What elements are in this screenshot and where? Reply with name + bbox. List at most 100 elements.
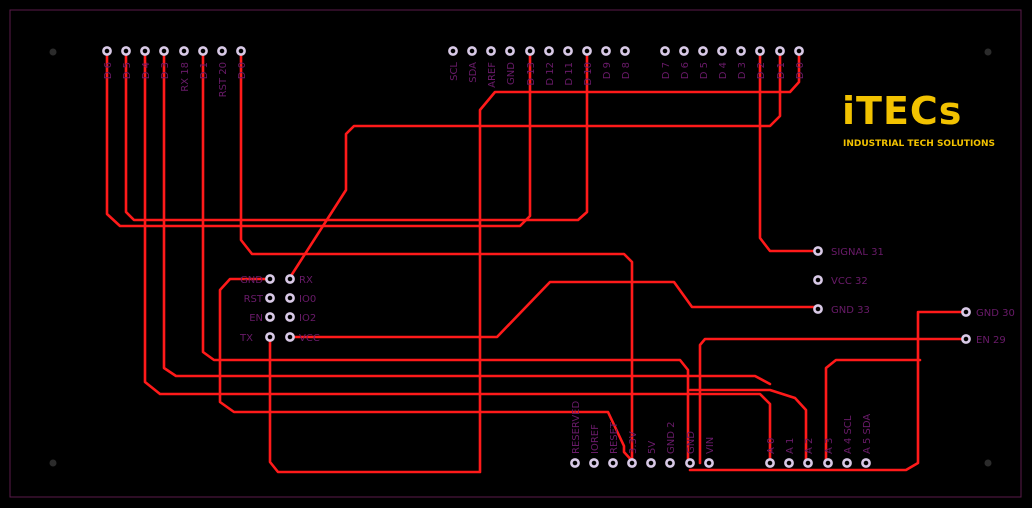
pad-right-connector [813,246,823,256]
pin-label-bottom-power: GND [686,431,697,454]
module-label-en: EN [249,313,263,324]
board-outline [9,9,1022,498]
pin-label-bottom-power: RESET [609,421,620,454]
pad-bottom-power [608,458,618,468]
pad-top-mid [544,46,554,56]
pad-bottom-power [685,458,695,468]
module-label-rx: RX [299,275,313,286]
pad-right-connector [813,304,823,314]
label-gnd-30: GND 30 [976,308,1015,319]
module-label-vcc: VCC [299,333,320,344]
pad-top-mid [563,46,573,56]
pin-label-bottom-analog: A 3 [824,438,835,454]
pin-label-bottom-analog: A 4 SCL [843,415,854,454]
pad-bottom-analog [803,458,813,468]
trace-layer [105,49,968,474]
pad-top-mid [601,46,611,56]
pin-label-top-mid: D 10 [583,62,594,86]
pad-module-right [285,274,295,284]
pad-module-left [265,332,275,342]
pin-label-top-right: D 3 [737,62,748,79]
pad-top-mid [486,46,496,56]
pad-top-left [236,46,246,56]
pin-label-top-mid: D 11 [564,62,575,86]
pad-far-right [961,334,971,344]
module-label-io0: IO0 [299,294,316,305]
pad-right-connector [813,275,823,285]
pad-bottom-power [646,458,656,468]
pad-bottom-power [627,458,637,468]
pad-top-right [717,46,727,56]
trace [201,49,690,465]
trace [698,337,968,465]
pad-top-mid [582,46,592,56]
pad-top-left [198,46,208,56]
trace [688,388,808,465]
pad-module-right [285,293,295,303]
pad-top-right [775,46,785,56]
pin-label-top-right: D 7 [661,62,672,79]
pad-bottom-power [665,458,675,468]
pin-label-top-left: D 0 [237,62,248,79]
pad-bottom-power [589,458,599,468]
pad-bottom-analog [861,458,871,468]
pad-top-left [179,46,189,56]
pin-label-top-left: RX 18 [180,62,191,92]
pad-module-left [265,293,275,303]
pin-label-top-mid: SCL [449,62,460,81]
label-en-29: EN 29 [976,335,1006,346]
module-label-tx: TX [239,333,253,344]
pin-label-top-mid: D 13 [526,62,537,86]
pin-label-top-right: D 6 [680,62,691,79]
pin-label-bottom-analog: A 5 SDA [862,414,873,454]
pad-top-left [102,46,112,56]
pin-label-bottom-power: GND 2 [666,422,677,454]
pin-label-top-right: D 0 [795,62,806,79]
trace [758,49,820,253]
pin-label-bottom-analog: A 1 [785,438,796,454]
pad-module-left [265,312,275,322]
pin-label-bottom-power: VIN [705,437,716,454]
pad-module-left [265,274,275,284]
trace [288,280,820,339]
pad-bottom-analog [784,458,794,468]
pin-label-top-left: D 4 [141,62,152,79]
pad-bottom-analog [842,458,852,468]
pad-top-mid [525,46,535,56]
pin-label-bottom-analog: A 2 [804,438,815,454]
brand-logo: iTECs [842,89,962,133]
pin-label-top-left: D 3 [160,62,171,79]
pad-top-mid [467,46,477,56]
pad-top-right [755,46,765,56]
pin-label-top-right: D 2 [756,62,767,79]
pad-top-right [794,46,804,56]
pad-top-mid [505,46,515,56]
trace [824,358,922,465]
pin-label-bottom-power: 5V [647,441,658,454]
pin-label-top-left: D 5 [122,62,133,79]
pin-label-bottom-analog: A 0 [766,438,777,454]
pin-label-top-mid: D 12 [545,62,556,86]
trace [287,49,782,281]
pin-label-bottom-power: 3.3V [628,431,639,454]
pad-top-right [660,46,670,56]
pad-bottom-power [570,458,580,468]
pad-top-left [159,46,169,56]
pin-label-top-mid: AREF [487,62,498,88]
trace [268,49,801,474]
pin-label-top-mid: D 8 [621,62,632,79]
mounting-hole [49,459,57,467]
pad-bottom-analog [823,458,833,468]
label-gnd-33: GND 33 [831,305,870,316]
pin-label-top-right: D 4 [718,62,729,79]
pad-module-right [285,332,295,342]
pad-bottom-analog [765,458,775,468]
brand-tagline: INDUSTRIAL TECH SOLUTIONS [843,139,995,149]
trace [688,310,968,472]
trace [124,49,589,222]
pin-label-bottom-power: RESERVED [571,401,582,454]
pad-bottom-power [704,458,714,468]
label-vcc-32: VCC 32 [831,276,868,287]
